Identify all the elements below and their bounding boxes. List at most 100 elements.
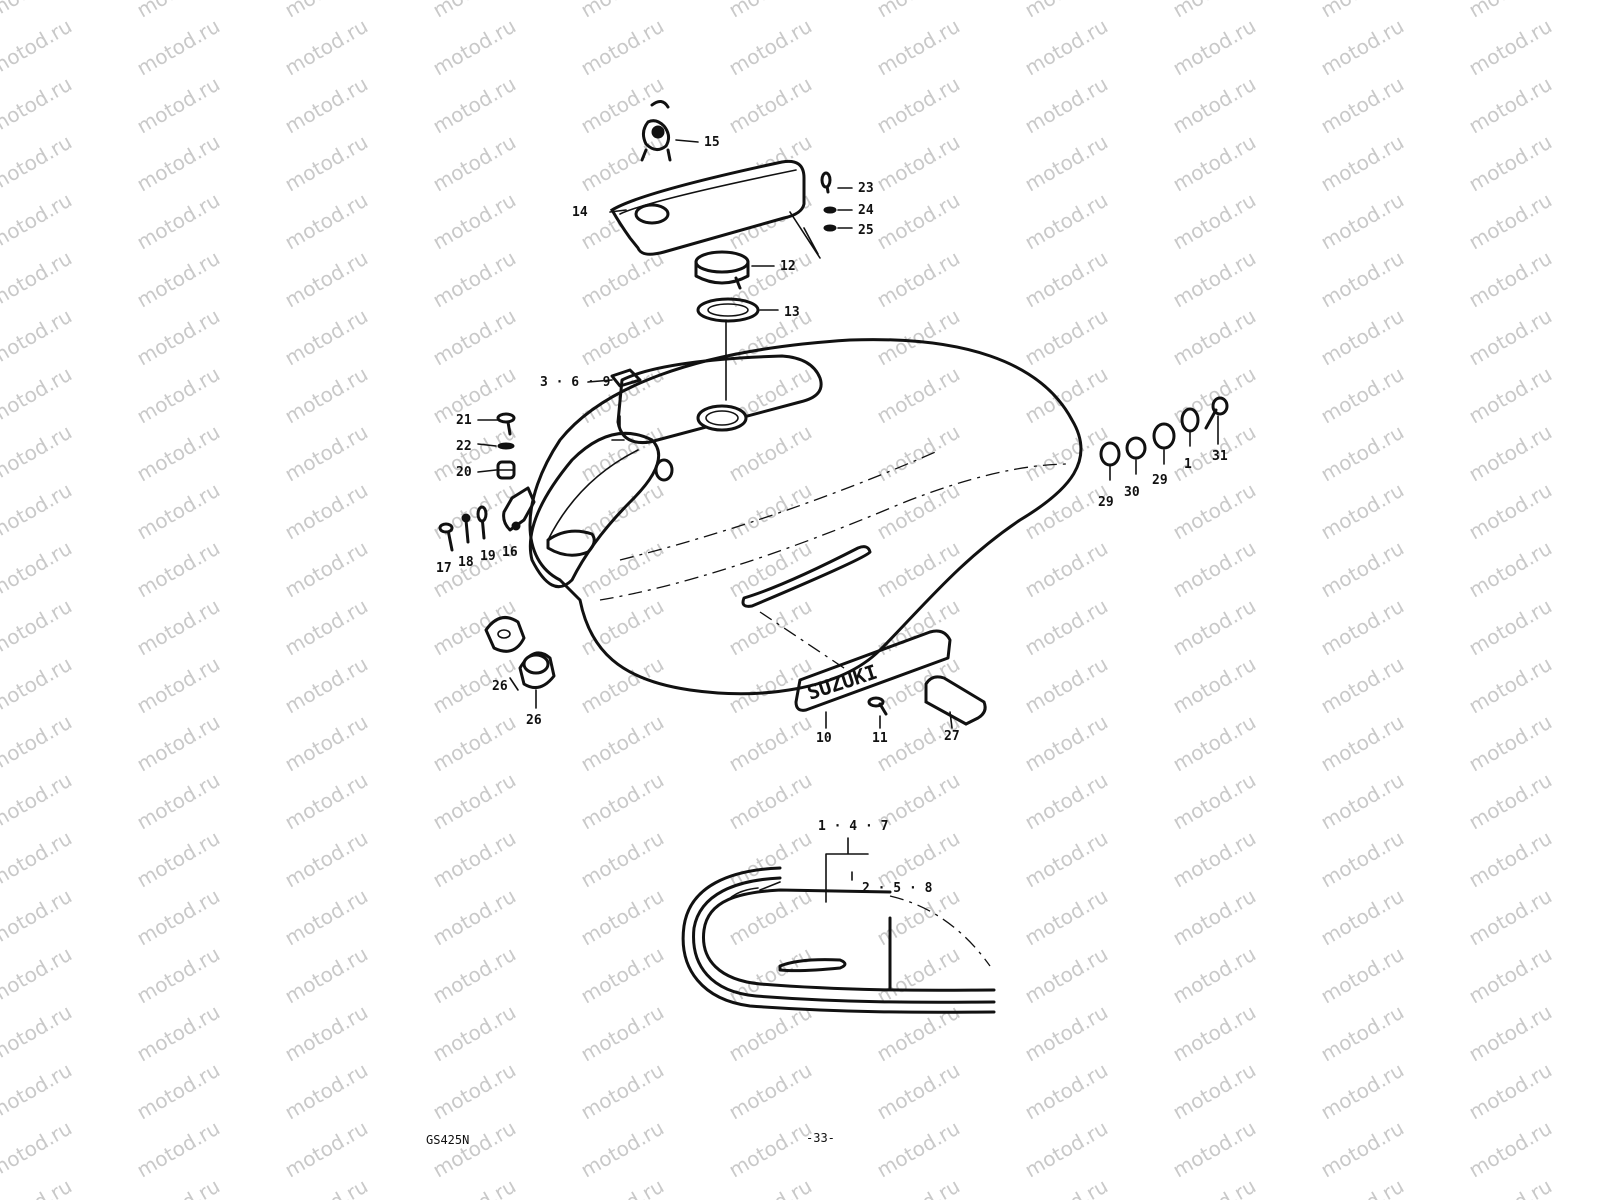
callout-15: 15 — [704, 135, 720, 150]
watermark-text: motod.ru — [429, 1000, 520, 1067]
watermark-text: motod.ru — [429, 188, 520, 255]
watermark-text: motod.ru — [1169, 1116, 1260, 1183]
watermark-text: motod.ru — [577, 536, 668, 603]
watermark-text: motod.ru — [429, 14, 520, 81]
watermark-text: motod.ru — [133, 942, 224, 1009]
watermark-text: motod.ru — [1465, 710, 1556, 777]
watermark-text: motod.ru — [725, 536, 816, 603]
watermark-text: motod.ru — [1465, 594, 1556, 661]
watermark-text: motod.ru — [133, 478, 224, 545]
watermark-text: motod.ru — [429, 942, 520, 1009]
watermark-text: motod.ru — [1169, 536, 1260, 603]
watermark-text: motod.ru — [133, 420, 224, 487]
watermark-text: motod.ru — [281, 304, 372, 371]
watermark-text: motod.ru — [133, 14, 224, 81]
watermark-text: motod.ru — [873, 536, 964, 603]
watermark-text: motod.ru — [1465, 536, 1556, 603]
callout-24: 24 — [858, 203, 874, 218]
callout-14: 14 — [572, 205, 588, 220]
watermark-text: motod.ru — [1169, 478, 1260, 545]
watermark-text: motod.ru — [725, 1116, 816, 1183]
watermark-text: motod.ru — [873, 188, 964, 255]
watermark-text: motod.ru — [1465, 130, 1556, 197]
fuel-lock-part — [640, 100, 672, 162]
watermark-text: motod.ru — [1317, 72, 1408, 139]
watermark-text: motod.ru — [281, 884, 372, 951]
watermark-text: motod.ru — [281, 652, 372, 719]
watermark-text: motod.ru — [0, 478, 76, 545]
watermark-text: motod.ru — [873, 130, 964, 197]
watermark-text: motod.ru — [873, 1000, 964, 1067]
watermark-text: motod.ru — [281, 420, 372, 487]
left-fastener-set — [496, 412, 516, 480]
watermark-text: motod.ru — [1169, 826, 1260, 893]
watermark-text: motod.ru — [1317, 246, 1408, 313]
upper-callouts: 15 14 23 24 25 12 13 3 · 6 · 9 21 22 20 … — [436, 135, 1228, 746]
watermark-text: motod.ru — [1021, 652, 1112, 719]
watermark-text: motod.ru — [1317, 130, 1408, 197]
watermark-text: motod.ru — [1465, 362, 1556, 429]
watermark-text: motod.ru — [0, 594, 76, 661]
callout-31: 31 — [1212, 449, 1228, 464]
watermark-text: motod.ru — [725, 420, 816, 487]
cap-gasket-part — [696, 297, 760, 323]
watermark-text: motod.ru — [1465, 1058, 1556, 1125]
callout-1: 1 — [1184, 457, 1192, 472]
watermark-text: motod.ru — [281, 1000, 372, 1067]
watermark-text: motod.ru — [281, 768, 372, 835]
watermark-text: motod.ru — [281, 594, 372, 661]
callout-30: 30 — [1124, 485, 1140, 500]
watermark-text: motod.ru — [0, 72, 76, 139]
watermark-text: motod.ru — [1465, 826, 1556, 893]
watermark-text: motod.ru — [1465, 478, 1556, 545]
watermark-text: motod.ru — [1169, 942, 1260, 1009]
watermark-text: motod.ru — [577, 246, 668, 313]
callout-29b: 29 — [1152, 473, 1168, 488]
watermark-text: motod.ru — [1021, 304, 1112, 371]
watermark-text: motod.ru — [133, 72, 224, 139]
watermark-text: motod.ru — [1169, 768, 1260, 835]
watermark-text: motod.ru — [1317, 1058, 1408, 1125]
watermark-text: motod.ru — [1021, 362, 1112, 429]
watermark-text: motod.ru — [0, 130, 76, 197]
watermark-text: motod.ru — [281, 478, 372, 545]
watermark-text: motod.ru — [1317, 188, 1408, 255]
watermark-text: motod.ru — [1465, 304, 1556, 371]
watermark-text: motod.ru — [1317, 1000, 1408, 1067]
watermark-text: motod.ru — [1465, 1116, 1556, 1183]
watermark-text: motod.ru — [133, 652, 224, 719]
watermark-text: motod.ru — [0, 188, 76, 255]
bracket-bolt-set — [438, 486, 536, 552]
watermark-text: motod.ru — [133, 246, 224, 313]
watermark-text: motod.ru — [1465, 246, 1556, 313]
watermark-text: motod.ru — [1465, 652, 1556, 719]
watermark-text: motod.ru — [281, 710, 372, 777]
watermark-text: motod.ru — [0, 362, 76, 429]
watermark-text: motod.ru — [1021, 768, 1112, 835]
callout-16: 16 — [502, 545, 518, 560]
callout-19: 19 — [480, 549, 496, 564]
watermark-text: motod.ru — [1317, 478, 1408, 545]
watermark-text: motod.ru — [133, 1058, 224, 1125]
watermark-text: motod.ru — [1169, 710, 1260, 777]
watermark-text: motod.ru — [873, 478, 964, 545]
watermark-text: motod.ru — [281, 826, 372, 893]
watermark-text: motod.ru — [873, 246, 964, 313]
watermark-text: motod.ru — [133, 884, 224, 951]
watermark-text: motod.ru — [0, 1058, 76, 1125]
watermark-text: motod.ru — [1317, 362, 1408, 429]
watermark-text: motod.ru — [725, 826, 816, 893]
watermark-text: motod.ru — [133, 710, 224, 777]
watermark-text: motod.ru — [133, 304, 224, 371]
watermark-text: motod.ru — [1317, 14, 1408, 81]
watermark-text: motod.ru — [281, 1116, 372, 1183]
tank-cushion-parts — [484, 616, 556, 690]
watermark-text: motod.ru — [725, 710, 816, 777]
watermark-text: motod.ru — [281, 362, 372, 429]
watermark-text: motod.ru — [1021, 942, 1112, 1009]
watermark-text: motod.ru — [0, 536, 76, 603]
watermark-text: motod.ru — [873, 1116, 964, 1183]
watermark-text: motod.ru — [1465, 884, 1556, 951]
watermark-text: motod.ru — [1465, 420, 1556, 487]
watermark-text: motod.ru — [1465, 768, 1556, 835]
